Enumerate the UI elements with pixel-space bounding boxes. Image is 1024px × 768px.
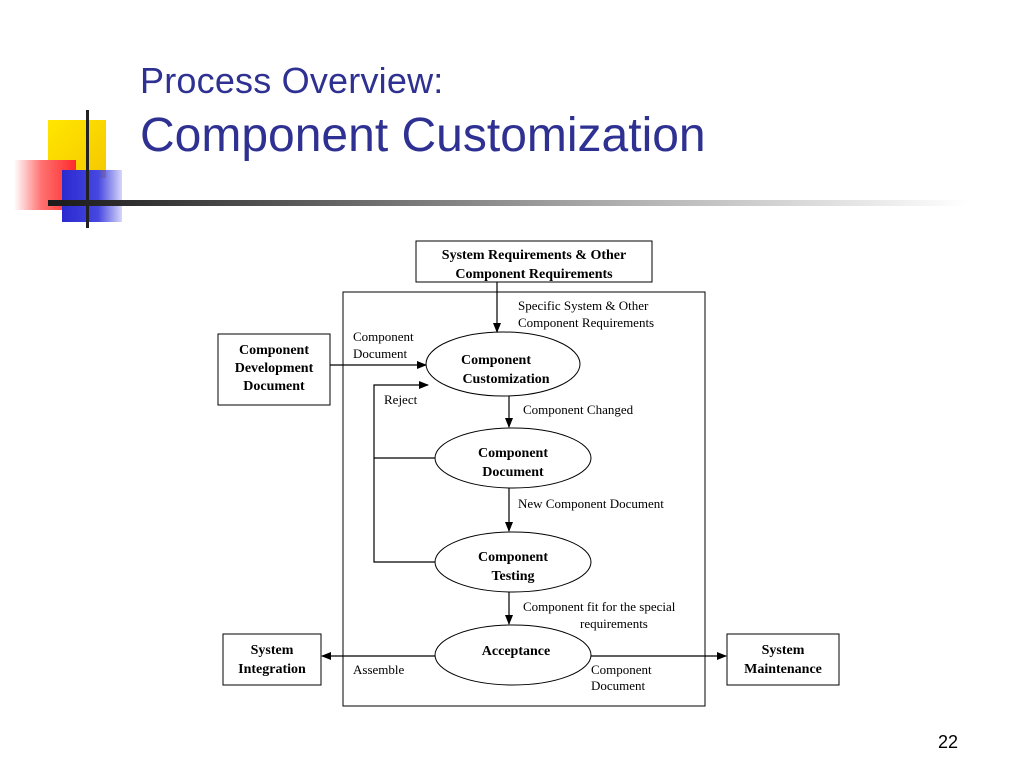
maintenance-line-2: Maintenance [744,662,822,677]
customization-ellipse: Component Customization [425,331,581,397]
acceptance-label: Acceptance [482,644,550,659]
slide-title-line-2: Component Customization [140,109,706,162]
label-component-changed: Component Changed [523,402,634,417]
acceptance-ellipse: Acceptance [434,624,592,686]
integration-line-1: System [251,643,294,658]
label-reject: Reject [384,392,418,407]
label-component-fit-1: Component fit for the special [523,599,676,614]
integration-box: System Integration [222,633,322,686]
integration-line-2: Integration [238,662,306,677]
title-underline [48,200,968,206]
dev-document-line-3: Document [243,379,305,394]
label-assemble: Assemble [353,662,405,677]
maintenance-box: System Maintenance [726,633,840,686]
decor-vertical-line [86,110,89,228]
document-ellipse-line-2: Document [482,465,544,480]
dev-document-line-1: Component [239,343,309,358]
maintenance-line-1: System [762,643,805,658]
testing-ellipse: Component Testing [434,531,592,593]
requirements-box-line-1: System Requirements & Other [442,248,626,263]
customization-line-1: Component [461,353,531,368]
label-new-component-document: New Component Document [518,496,664,511]
label-specific-requirements-2: Component Requirements [518,315,654,330]
decor-blue-square [62,170,122,222]
reject-loop-to-customization [373,381,435,563]
label-component-document-in-2: Document [353,346,408,361]
dev-document-box: Component Development Document [217,333,331,406]
label-specific-requirements-1: Specific System & Other [518,298,649,313]
testing-ellipse-line-1: Component [478,550,548,565]
requirements-box-line-2: Component Requirements [455,267,613,282]
label-component-document-out-2: Document [591,678,646,693]
testing-ellipse-line-2: Testing [491,569,534,584]
requirements-box: System Requirements & Other Component Re… [415,240,653,283]
page-number: 22 [938,732,959,752]
dev-document-line-2: Development [235,361,314,376]
label-component-document-out-1: Component [591,662,652,677]
slide-title-line-1: Process Overview: [140,60,444,101]
label-component-fit-2: requirements [580,616,648,631]
customization-line-2: Customization [462,372,549,387]
label-component-document-in-1: Component [353,329,414,344]
document-ellipse: Component Document [434,427,592,489]
document-ellipse-line-1: Component [478,446,548,461]
